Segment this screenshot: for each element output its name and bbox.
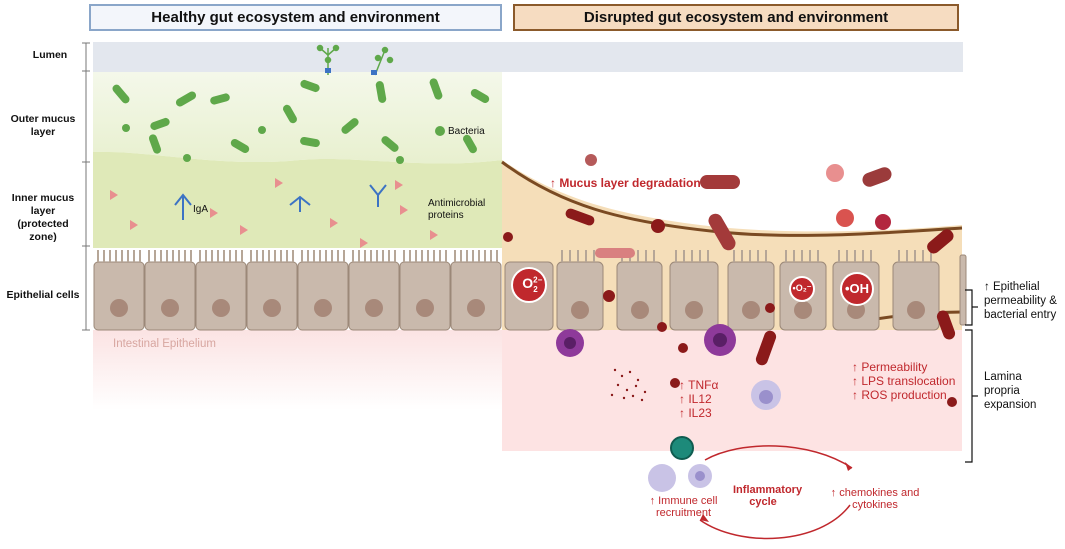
epithelial-label: Epithelial cells — [6, 289, 80, 301]
intestinal-epithelium-label: Intestinal Epithelium — [113, 338, 216, 350]
effect-lps: ↑ LPS translocation — [852, 374, 956, 388]
ros-superoxide-radical-label: •O₂⁻ — [792, 283, 812, 293]
permeability-label: ↑ Epithelial permeability & bacterial en… — [984, 281, 1057, 321]
healthy-epithelial-cells — [93, 261, 502, 331]
glycan-icon — [316, 44, 394, 76]
healthy-panel-title: Healthy gut ecosystem and environment — [89, 4, 502, 31]
lamina-propria-label: Lamina propria expansion — [984, 371, 1037, 411]
antimicrobial-protein-icon — [110, 178, 438, 248]
ros-superoxide-label: O2−2 — [522, 275, 543, 294]
ros-hydroxyl-label: •OH — [844, 281, 870, 296]
chemokines-label: ↑ chemokines and cytokines — [830, 487, 920, 511]
lumen-label: Lumen — [32, 49, 68, 61]
bacteria-label: Bacteria — [448, 126, 485, 137]
outer-mucus-label: Outer mucus layer — [10, 113, 76, 138]
pathogen-icons — [503, 154, 957, 407]
iga-icon — [174, 184, 387, 220]
cytokine-il23: ↑ IL23 — [679, 406, 712, 420]
mucus-degradation-label: ↑ Mucus layer degradation — [550, 176, 701, 190]
inflammatory-cycle-arrows — [699, 445, 853, 540]
disrupted-epithelial-cells — [504, 254, 967, 331]
ros-hydroxyl-icon — [840, 272, 874, 306]
layer-axis — [82, 42, 90, 331]
ros-superoxide-radical-icon — [789, 276, 815, 302]
cytokine-il12: ↑ IL12 — [679, 392, 712, 406]
immune-recruitment-label: ↑ Immune cell recruitment — [649, 495, 718, 519]
disrupted-panel-title: Disrupted gut ecosystem and environment — [513, 4, 959, 31]
ros-superoxide-icon — [511, 267, 547, 303]
cytokine-particles — [610, 368, 647, 402]
right-brackets — [965, 289, 978, 463]
antimicrobial-label: Antimicrobial proteins — [428, 198, 486, 221]
healthy-lamina-propria — [93, 330, 502, 410]
lumen-band — [93, 42, 963, 72]
iga-label: IgA — [193, 204, 209, 215]
effect-ros: ↑ ROS production — [852, 388, 947, 402]
inflammatory-cycle-label: Inflammatory cycle — [733, 484, 803, 508]
immune-cell-icons — [556, 324, 781, 492]
cytokine-tnfa: ↑ TNFα — [679, 378, 719, 392]
effect-permeability: ↑ Permeability — [852, 360, 928, 374]
healthy-nuclei — [110, 299, 485, 317]
inner-mucus-label: Inner mucus layer (protected zone) — [11, 192, 75, 243]
bacteria-icon — [112, 78, 490, 164]
